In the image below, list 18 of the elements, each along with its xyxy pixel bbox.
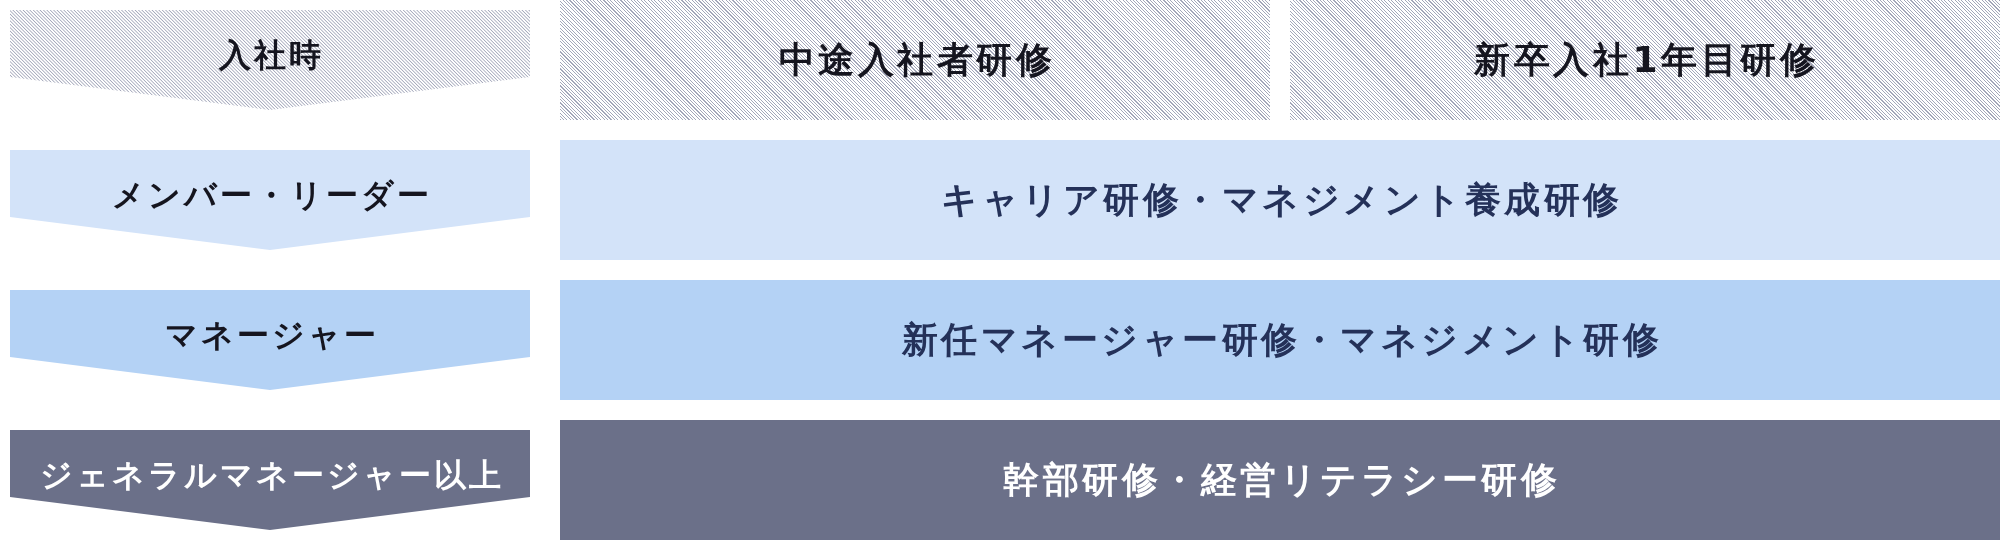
training-bar xyxy=(560,280,2000,400)
training-bar xyxy=(560,0,1270,120)
training-bar xyxy=(560,420,2000,540)
training-bar xyxy=(1290,0,2000,120)
level-banner xyxy=(10,430,530,530)
level-banner xyxy=(10,10,530,110)
training-label: 新任マネージャー研修・マネジメント研修 xyxy=(900,319,1662,361)
level-label: マネージャー xyxy=(163,316,379,354)
level-label: ジェネラルマネージャー以上 xyxy=(38,456,504,494)
training-label: キャリア研修・マネジメント養成研修 xyxy=(940,179,1623,221)
level-label: メンバー・リーダー xyxy=(110,176,432,214)
training-label: 新卒入社1年目研修 xyxy=(1473,39,1820,81)
training-label: 中途入社者研修 xyxy=(777,39,1055,81)
level-banner xyxy=(10,150,530,250)
training-bar xyxy=(560,140,2000,260)
level-banner xyxy=(10,290,530,390)
level-label: 入社時 xyxy=(217,36,324,74)
training-label: 幹部研修・経営リテラシー研修 xyxy=(1002,459,1561,501)
